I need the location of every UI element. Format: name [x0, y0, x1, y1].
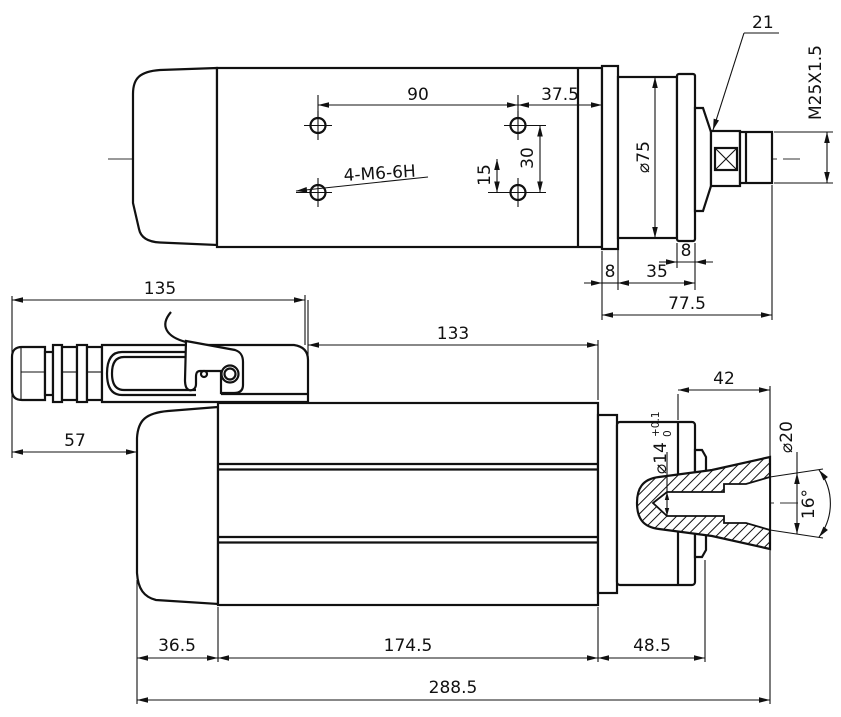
dim-35-label: 35 [646, 262, 668, 282]
top-view: 90 37.5 30 15 4-M6-6H 21 M25X1.5 ⌀75 8 3… [108, 13, 833, 320]
dim-21-leader [712, 32, 745, 131]
dim-42-label: 42 [713, 369, 735, 389]
dim-133-label: 133 [437, 324, 469, 344]
dia-14-tol-upper: +0.1 [650, 412, 662, 438]
angle-arc [818, 469, 831, 538]
top-front-section [616, 75, 679, 240]
dim-30-label: 30 [518, 147, 538, 169]
wrench-flat-box [713, 146, 739, 172]
slot-outer [105, 350, 196, 397]
dim-288-5-label: 288.5 [429, 678, 478, 698]
wrench-flat-x [714, 147, 738, 171]
dim-90-label: 90 [407, 85, 429, 105]
side-body [216, 401, 600, 607]
side-view: 16° ⌀20 ⌀14 +0.1 0 42 135 57 133 36.5 17… [10, 279, 831, 704]
dim-77-5-label: 77.5 [668, 294, 706, 314]
dia-20-label: ⌀20 [777, 421, 797, 453]
dim-174-5-label: 174.5 [384, 636, 433, 656]
top-nut [738, 130, 774, 185]
top-front-ring [675, 72, 697, 243]
top-flange [600, 64, 620, 251]
cable-gland [10, 343, 104, 404]
angle-16-label: 16° [799, 489, 819, 519]
dim-135-label: 135 [144, 279, 176, 299]
dim-57-label: 57 [64, 431, 86, 451]
dim-15-label: 15 [475, 164, 495, 186]
side-body-lines [218, 462, 598, 544]
top-hub [693, 106, 713, 213]
spindle-nose-section [635, 455, 772, 551]
side-rear-cap [135, 405, 220, 606]
dim-8-left-label: 8 [605, 262, 616, 282]
holes-leader [295, 176, 429, 193]
dim-36-5-label: 36.5 [158, 636, 196, 656]
holes-label: 4-M6-6H [343, 162, 416, 186]
top-rear-cap [131, 66, 219, 247]
cable-curve [164, 311, 187, 344]
clamp-latch [164, 311, 245, 395]
slot-inner [110, 355, 196, 392]
thread-label: M25X1.5 [806, 45, 826, 120]
dim-37-5-label: 37.5 [541, 85, 579, 105]
dim-8-right-label: 8 [681, 241, 692, 261]
dim-21-label: 21 [752, 13, 774, 33]
side-flange [596, 413, 619, 595]
dia-75-label: ⌀75 [634, 141, 654, 173]
dia-14-label: ⌀14 [651, 442, 671, 474]
latch-dot [199, 369, 209, 379]
dia-14-tol-lower: 0 [662, 430, 674, 437]
dim-48-5-label: 48.5 [633, 636, 671, 656]
